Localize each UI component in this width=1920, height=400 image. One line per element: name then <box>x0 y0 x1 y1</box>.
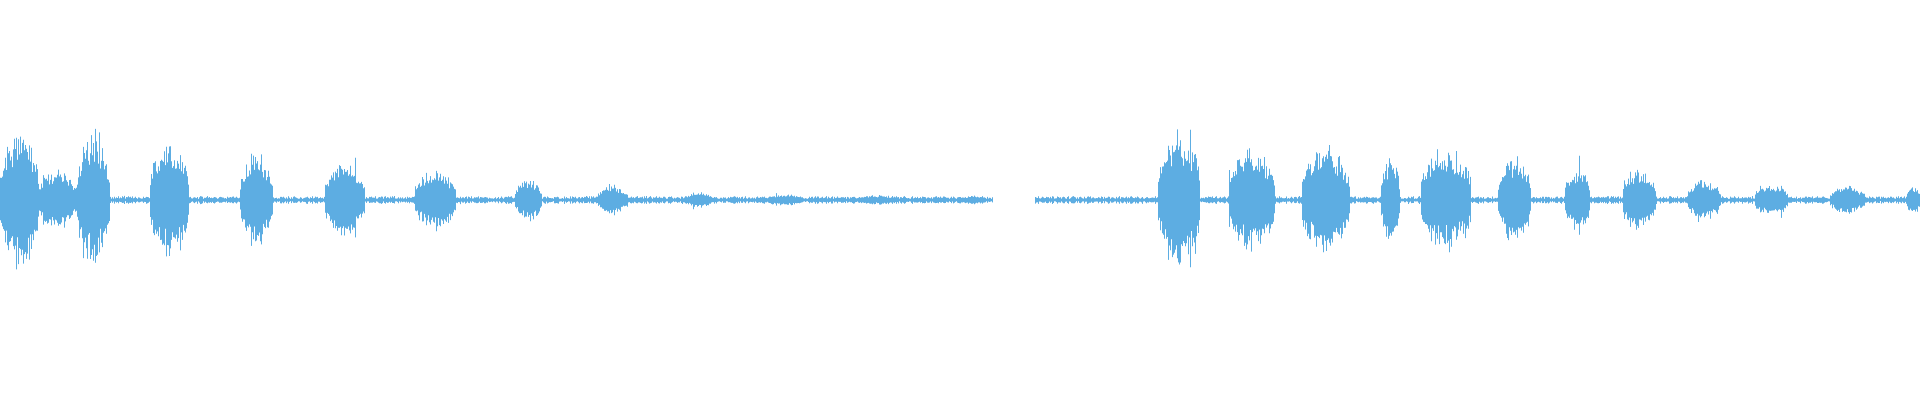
waveform-samples <box>0 128 1920 270</box>
waveform-path <box>0 128 1920 270</box>
